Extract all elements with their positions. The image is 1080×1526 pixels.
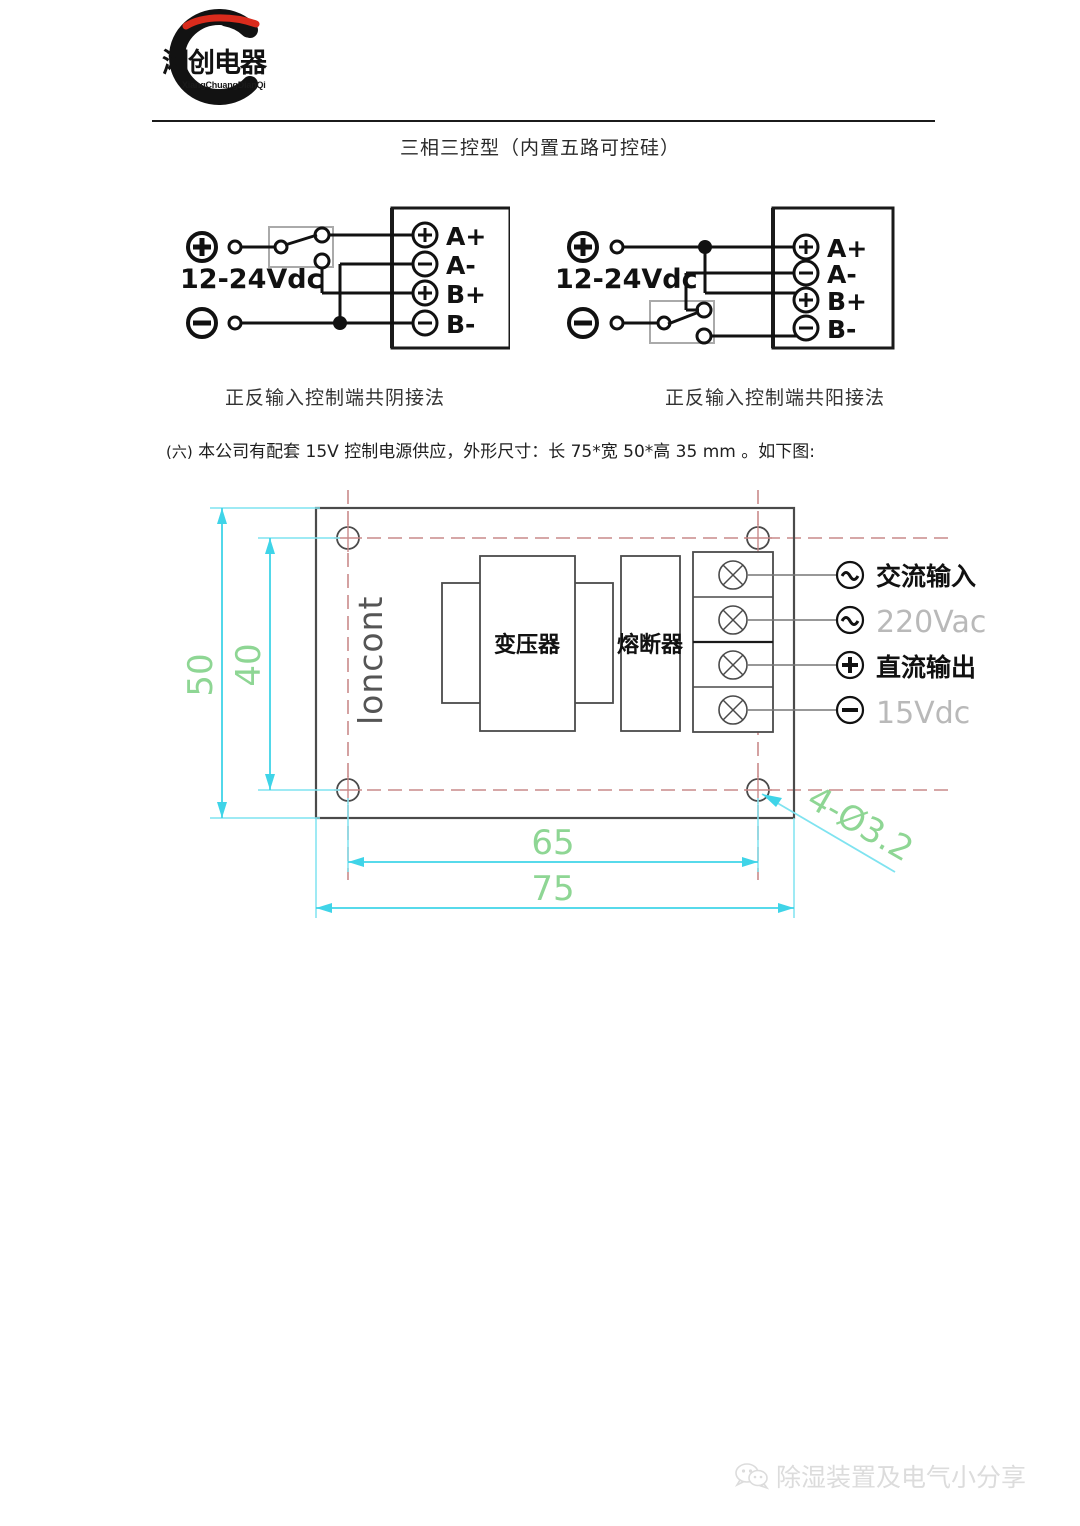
dimension-label-50: 50 — [181, 653, 221, 696]
connector-symbol-ac-2 — [835, 605, 865, 635]
dimension-label-65: 65 — [531, 823, 574, 863]
company-logo-pinyin: XiangChuangDianQi — [182, 80, 266, 90]
fuse-body — [620, 555, 681, 732]
terminal-A-plus: A+ — [411, 221, 486, 251]
dimension-label-40: 40 — [229, 643, 269, 686]
enclosure-brand-text: loncont — [351, 596, 390, 725]
terminal-A-minus: A- — [792, 259, 857, 289]
mechanical-drawing: loncont 变压器 熔断器 — [181, 490, 986, 918]
watermark: 除湿装置及电气小分享 — [735, 1458, 1026, 1494]
watermark-text: 除湿装置及电气小分享 — [776, 1463, 1027, 1492]
supply-minus-symbol — [186, 307, 218, 339]
fuse-label: 熔断器 — [617, 632, 684, 658]
dimension-label-hole-callout: 4-Ø3.2 — [801, 778, 920, 870]
svg-text:A+: A+ — [827, 234, 867, 263]
header-divider — [152, 120, 935, 122]
terminal-screw-2 — [718, 605, 838, 635]
wiring-diagram-common-anode: 12-24Vdc A+ A- — [555, 206, 895, 350]
terminal-B-plus: B+ — [792, 286, 867, 316]
transformer-wing-left — [441, 582, 483, 704]
terminal-B-minus: B- — [792, 314, 856, 344]
wiring-caption-common-cathode: 正反输入控制端共阴接法 — [224, 387, 445, 409]
svg-text:A+: A+ — [446, 222, 486, 251]
transformer-label: 变压器 — [494, 632, 561, 658]
supply-plus-symbol — [186, 231, 218, 263]
supply-voltage-label: 12-24Vdc — [180, 264, 323, 295]
company-logo: 湘创电器 XiangChuangDianQi — [152, 8, 312, 108]
connector-symbol-dc-plus — [835, 650, 865, 680]
wechat-icon — [735, 1463, 769, 1490]
connector-symbol-ac-1 — [835, 560, 865, 590]
connector-symbol-dc-minus — [835, 695, 865, 725]
terminal-screw-1 — [718, 560, 838, 590]
terminal-screw-3 — [718, 650, 838, 680]
annotation-ac-input-title: 交流输入 — [876, 562, 976, 591]
paragraph-text: 本公司有配套 15V 控制电源供应，外形尺寸：长 75*宽 50*高 35 mm… — [198, 442, 815, 462]
svg-text:B-: B- — [827, 315, 856, 344]
svg-text:B-: B- — [446, 310, 475, 339]
company-logo-cn-text: 湘创电器 — [162, 48, 267, 79]
annotation-dc-output-value: 15Vdc — [876, 696, 970, 731]
supply-plus-symbol — [567, 231, 599, 263]
svg-text:A-: A- — [827, 260, 857, 289]
supply-minus-symbol — [567, 307, 599, 339]
mounting-hole-top-right — [744, 524, 772, 552]
annotation-ac-input-value: 220Vac — [876, 605, 986, 640]
dimension-height-50: 50 — [181, 507, 320, 819]
dimension-label-75: 75 — [531, 869, 574, 909]
company-logo-circle-swoosh — [169, 9, 260, 105]
wiring-caption-common-anode: 正反输入控制端共阳接法 — [664, 387, 885, 409]
dimension-width-75: 75 — [315, 818, 795, 918]
terminal-A-minus: A- — [411, 250, 476, 280]
body-paragraph: (六) 本公司有配套 15V 控制电源供应，外形尺寸：长 75*宽 50*高 3… — [166, 440, 986, 466]
section-title: 三相三控型（内置五路可控硅） — [399, 137, 680, 159]
svg-text:A-: A- — [446, 251, 476, 280]
transformer-wing-right — [572, 582, 614, 704]
terminal-A-plus: A+ — [792, 233, 867, 263]
transformer-body — [479, 555, 576, 732]
terminal-B-plus: B+ — [411, 279, 486, 309]
terminal-screw-4 — [718, 695, 838, 725]
supply-voltage-label: 12-24Vdc — [555, 264, 698, 295]
wiring-diagram-common-cathode: 12-24Vdc A+ A- — [180, 206, 510, 350]
annotation-dc-output-title: 直流输出 — [876, 653, 976, 682]
dimension-hole-pitch-65: 65 — [347, 798, 759, 872]
svg-text:B+: B+ — [446, 280, 486, 309]
dimension-hole-callout: 4-Ø3.2 — [761, 778, 920, 873]
paragraph-marker: (六) — [166, 443, 193, 461]
terminal-B-minus: B- — [411, 309, 475, 339]
dimension-hole-pitch-40: 40 — [229, 537, 340, 791]
svg-text:B+: B+ — [827, 287, 867, 316]
